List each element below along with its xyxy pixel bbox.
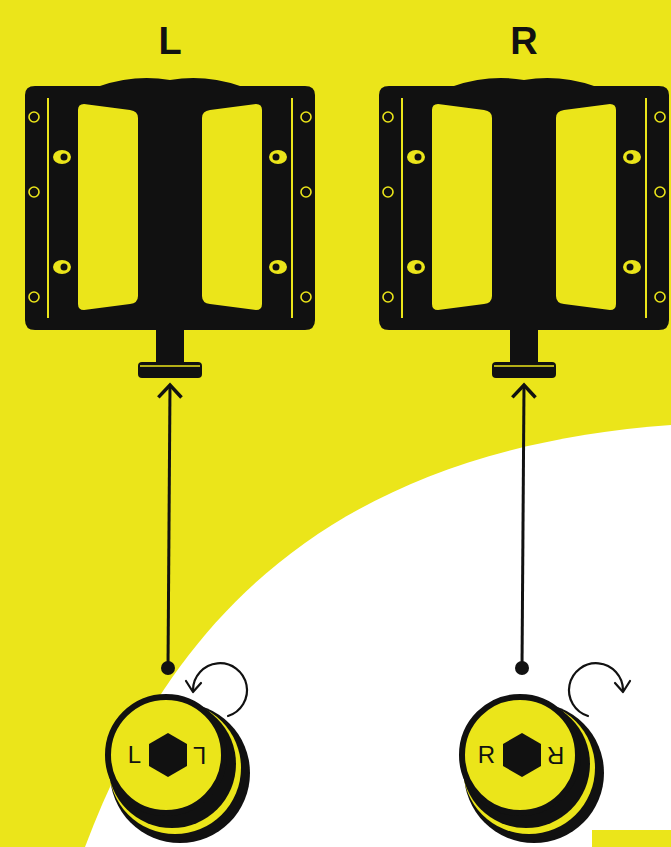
- axle-end-right: [462, 697, 604, 843]
- connector-dot: [161, 661, 175, 675]
- connector-line: [522, 385, 524, 668]
- axle-end-left: [108, 697, 250, 843]
- axle-end-box: LL: [98, 668, 238, 826]
- connector: [512, 385, 535, 675]
- pedal-right: [379, 78, 669, 378]
- connector-dot: [515, 661, 529, 675]
- pedal-box: L: [25, 18, 315, 385]
- connector: [158, 385, 181, 675]
- side-mark: R: [547, 743, 564, 767]
- side-mark: L: [128, 743, 141, 767]
- rotation-arrow: [186, 663, 630, 716]
- side-heading: R: [510, 22, 537, 60]
- arrow-head: [158, 385, 181, 398]
- arrow-head: [512, 385, 535, 398]
- connector-line: [168, 385, 170, 668]
- side-mark: R: [478, 743, 495, 767]
- axle-end-box: RR: [452, 668, 592, 826]
- side-mark: L: [193, 743, 206, 767]
- pedal-left: [25, 78, 315, 378]
- pedal-box: R: [379, 18, 669, 385]
- side-heading: L: [158, 22, 181, 60]
